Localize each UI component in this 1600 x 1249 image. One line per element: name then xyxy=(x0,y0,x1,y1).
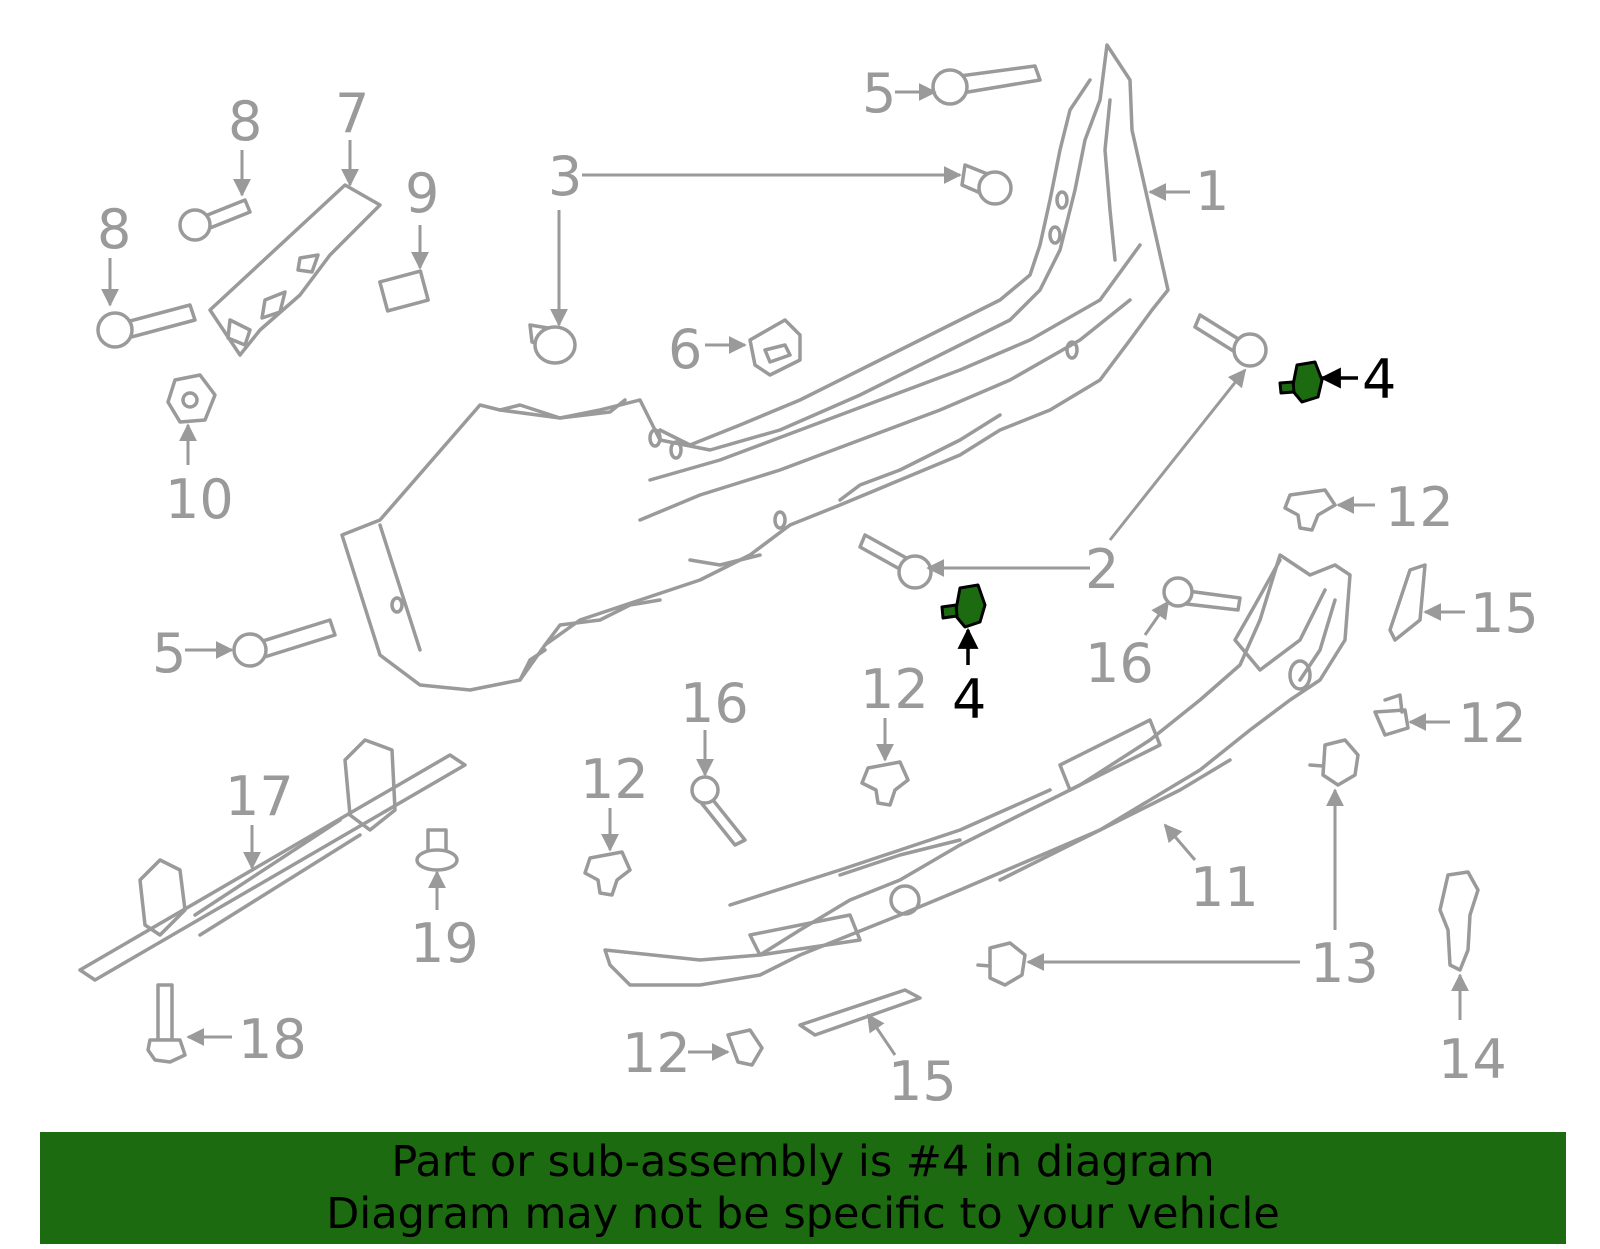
callout-16-left: 16 xyxy=(680,672,749,735)
callout-8-left: 8 xyxy=(97,198,131,261)
retainer-12-left xyxy=(583,850,632,897)
screw-2-right xyxy=(1193,313,1268,368)
highlighted-part-4-left xyxy=(940,583,987,629)
callout-12-mid: 12 xyxy=(860,658,929,721)
grommet-13-right xyxy=(1308,738,1360,787)
callout-12-top: 12 xyxy=(1385,476,1454,539)
banner-line-2: Diagram may not be specific to your vehi… xyxy=(326,1189,1280,1239)
sensor-14 xyxy=(1438,870,1480,972)
callout-16-right: 16 xyxy=(1085,632,1154,695)
bolt-8-top xyxy=(178,198,252,242)
callout-18: 18 xyxy=(238,1008,307,1071)
callout-9: 9 xyxy=(405,162,439,225)
clip-3-left xyxy=(528,323,577,365)
pad-9 xyxy=(378,269,430,313)
clip-6 xyxy=(748,318,802,377)
callout-6: 6 xyxy=(668,318,702,381)
bolt-5-top xyxy=(931,64,1042,106)
reflector-15-right xyxy=(1388,563,1427,642)
screw-2-left xyxy=(858,533,933,590)
callout-7: 7 xyxy=(335,82,369,145)
bumper-cover xyxy=(340,43,1170,692)
callout-14: 14 xyxy=(1438,1028,1507,1091)
callout-15-bottom: 15 xyxy=(888,1050,957,1113)
callout-2: 2 xyxy=(1085,538,1119,601)
bracket-17 xyxy=(78,738,467,982)
callout-10: 10 xyxy=(165,468,234,531)
callout-15-right: 15 xyxy=(1470,582,1539,645)
callout-4-right: 4 xyxy=(1362,348,1396,411)
callout-1: 1 xyxy=(1195,160,1229,223)
callout-5-top: 5 xyxy=(862,62,896,125)
callout-8-top: 8 xyxy=(228,90,262,153)
callout-19: 19 xyxy=(410,912,479,975)
callout-4-left: 4 xyxy=(952,668,986,731)
bolt-16-left xyxy=(690,775,747,847)
leader-lines xyxy=(101,83,1469,1061)
reflector-15-bottom xyxy=(798,988,922,1037)
lower-valance xyxy=(603,553,1352,987)
retainer-12-right xyxy=(1373,693,1410,737)
banner-line-1: Part or sub-assembly is #4 in diagram xyxy=(391,1137,1215,1187)
callout-5-left: 5 xyxy=(152,622,186,685)
bracket-7 xyxy=(208,183,382,357)
callout-12-right: 12 xyxy=(1458,692,1527,755)
nut-10 xyxy=(166,373,217,424)
callout-3: 3 xyxy=(548,145,582,208)
grommet-13-bottom xyxy=(976,941,1027,987)
bolt-5-left xyxy=(232,618,337,668)
callout-13: 13 xyxy=(1310,932,1379,995)
stud-19 xyxy=(415,828,459,872)
bolt-18 xyxy=(146,983,187,1064)
callout-11: 11 xyxy=(1190,856,1259,919)
callout-17: 17 xyxy=(225,765,294,828)
bolt-8-left xyxy=(96,303,197,349)
callout-12-bottom: 12 xyxy=(622,1022,691,1085)
info-banner: Part or sub-assembly is #4 in diagram Di… xyxy=(40,1132,1566,1244)
clip-3-top xyxy=(960,163,1013,206)
retainer-12-top xyxy=(1283,488,1337,532)
callout-12-left: 12 xyxy=(580,748,649,811)
bolt-16-right xyxy=(1162,576,1242,612)
retainer-12-mid xyxy=(860,760,910,807)
retainer-12-bottom xyxy=(726,1028,764,1067)
highlighted-part-4-right xyxy=(1278,360,1324,404)
